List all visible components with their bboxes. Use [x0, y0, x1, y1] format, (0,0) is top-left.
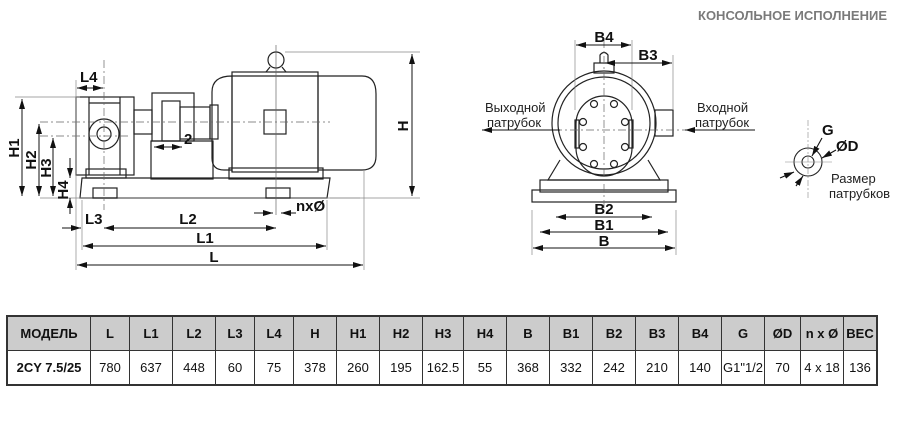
table-header-row: МОДЕЛЬ L L1 L2 L3 L4 H H1 H2 H3 H4 B B1 …: [6, 315, 878, 351]
cell-weight: 136: [843, 350, 878, 386]
header-l3: L3: [215, 315, 255, 351]
motor-endcap-right: [318, 75, 377, 171]
dim-label-l2: L2: [179, 211, 197, 228]
dim-label-l: L: [209, 249, 218, 266]
cell-l1: 637: [129, 350, 173, 386]
cell-h3: 162.5: [422, 350, 464, 386]
header-b: B: [506, 315, 550, 351]
header-h: H: [293, 315, 337, 351]
header-b1: B1: [549, 315, 593, 351]
dim-label-b: B: [599, 233, 610, 250]
cell-b2: 242: [592, 350, 636, 386]
header-l4: L4: [254, 315, 294, 351]
cell-b1: 332: [549, 350, 593, 386]
header-l1: L1: [129, 315, 173, 351]
header-l: L: [90, 315, 130, 351]
inlet-label-line2: патрубок: [695, 115, 749, 130]
cell-model: 2CY 7.5/25: [6, 350, 91, 386]
cell-l3: 60: [215, 350, 255, 386]
header-h1: H1: [336, 315, 380, 351]
port-caption-line2: патрубков: [829, 186, 890, 201]
header-h4: H4: [463, 315, 507, 351]
cell-g: G1"1/2: [721, 350, 765, 386]
header-b2: B2: [592, 315, 636, 351]
dim-label-h4: H4: [55, 180, 72, 200]
cell-od: 70: [764, 350, 801, 386]
dim-label-h3: H3: [38, 158, 55, 177]
cell-h2: 195: [379, 350, 423, 386]
header-g: G: [721, 315, 765, 351]
table-row: 2CY 7.5/25 780 637 448 60 75 378 260 195…: [6, 350, 878, 386]
dim-label-b1: B1: [594, 217, 613, 234]
cell-h4: 55: [463, 350, 507, 386]
dim-label-l4: L4: [80, 69, 98, 86]
cell-l: 780: [90, 350, 130, 386]
header-h2: H2: [379, 315, 423, 351]
header-b3: B3: [635, 315, 679, 351]
cell-l4: 75: [254, 350, 294, 386]
base-foot-left: [92, 187, 118, 199]
spec-table: МОДЕЛЬ L L1 L2 L3 L4 H H1 H2 H3 H4 B B1 …: [6, 315, 878, 386]
header-od: ØD: [764, 315, 801, 351]
port-g-label: G: [822, 122, 834, 139]
dim-label-b2: B2: [594, 201, 613, 218]
front-view-dimensions: [482, 42, 755, 251]
header-h3: H3: [422, 315, 464, 351]
dim-label-b4: B4: [594, 29, 614, 46]
dim-label-nxd: nxØ: [296, 198, 326, 215]
dim-label-2: 2: [184, 131, 192, 148]
header-nxd: n x Ø: [800, 315, 844, 351]
dim-label-l3: L3: [85, 211, 103, 228]
side-view: [15, 45, 420, 270]
base-foot-right: [265, 187, 291, 199]
outlet-label-line2: патрубок: [487, 115, 541, 130]
dim-label-h2: H2: [23, 150, 40, 169]
dim-label-h: H: [395, 121, 412, 132]
cell-h: 378: [293, 350, 337, 386]
header-model: МОДЕЛЬ: [6, 315, 91, 351]
header-b4: B4: [678, 315, 722, 351]
technical-drawing: L4 H1 H2 H3 H4 2 H nxØ L3 L2 L1 L: [6, 29, 890, 270]
cell-b3: 210: [635, 350, 679, 386]
side-view-dimensions: [19, 54, 415, 268]
front-view-labels: B4 B3 B2 B1 B Выходной патрубок Входной …: [485, 29, 749, 250]
header-l2: L2: [172, 315, 216, 351]
port-detail-labels: G ØD Размер патрубков: [822, 122, 890, 201]
header-weight: ВЕС: [843, 315, 878, 351]
dim-label-h1: H1: [6, 138, 23, 157]
port-detail: [779, 120, 837, 200]
cell-h1: 260: [336, 350, 380, 386]
side-view-labels: L4 H1 H2 H3 H4 2 H nxØ L3 L2 L1 L: [6, 69, 412, 266]
outlet-label-line1: Выходной: [485, 100, 546, 115]
cell-nxd: 4 x 18: [800, 350, 844, 386]
front-view: [490, 40, 745, 255]
cell-l2: 448: [172, 350, 216, 386]
inlet-port: [654, 109, 674, 137]
cover-bolts: [578, 99, 630, 169]
port-caption-line1: Размер: [831, 171, 876, 186]
dim-label-l1: L1: [196, 230, 214, 247]
dim-label-b3: B3: [638, 47, 657, 64]
port-d-label: ØD: [836, 138, 859, 155]
motor-endcap-left: [211, 75, 319, 172]
cell-b4: 140: [678, 350, 722, 386]
inlet-label-line1: Входной: [697, 100, 748, 115]
cell-b: 368: [506, 350, 550, 386]
page-title: КОНСОЛЬНОЕ ИСПОЛНЕНИЕ: [698, 8, 887, 23]
